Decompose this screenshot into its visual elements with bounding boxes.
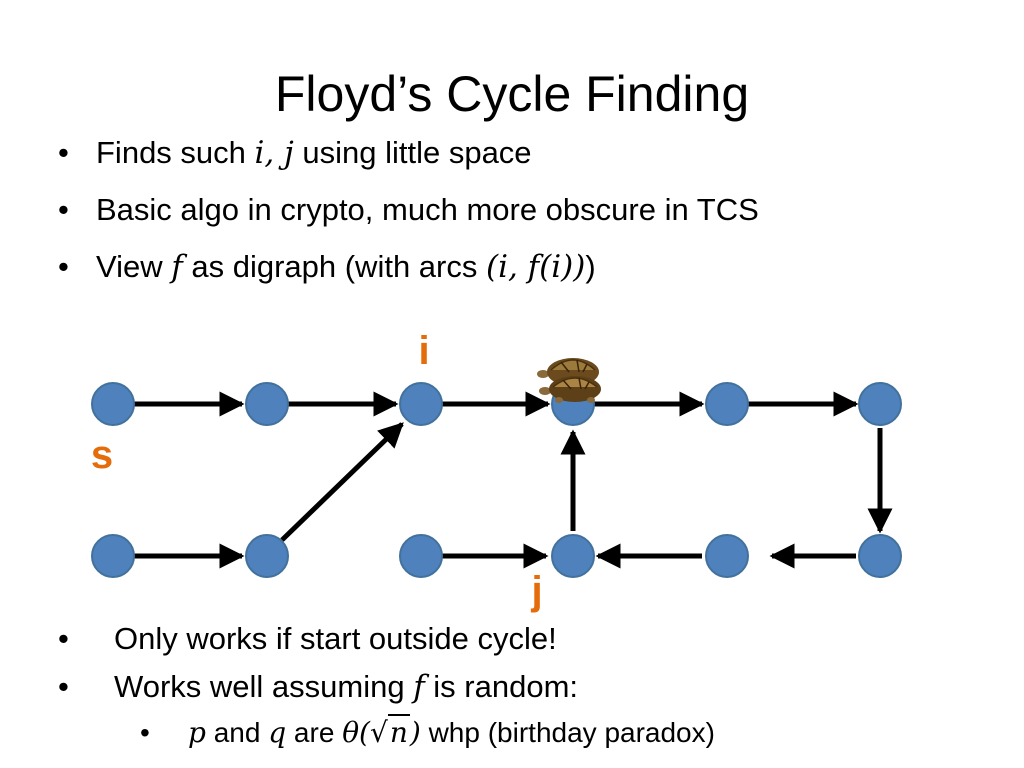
sub-text: whp (birthday paradox) [420,717,715,748]
math-p: p [188,716,206,749]
bullet-basic-algo: • Basic algo in crypto, much more obscur… [58,190,978,230]
node-b5 [705,534,749,578]
node-s [91,382,135,426]
bottom-bullet-list: • Only works if start outside cycle! • W… [58,619,978,751]
bullet-text: is random: [424,669,579,704]
slide-title: Floyd’s Cycle Finding [274,66,750,122]
math-n: n [387,714,410,749]
node-b1 [91,534,135,578]
top-bullet-list: • Finds such i, j using little space • B… [58,133,978,304]
node-a2 [245,382,289,426]
math-q: q [268,716,287,749]
sub-text: are [286,717,343,748]
label-i: i [418,329,429,373]
math-close: ) [409,716,421,749]
node-a5 [705,382,749,426]
node-i [399,382,443,426]
bullet-dot: • [58,249,69,284]
bullet-text: Finds such [96,135,255,170]
sub-bullet-birthday: • p and q are θ(√n) whp (birthday parado… [58,714,978,751]
node-a6 [858,382,902,426]
label-j: j [530,569,542,613]
math-f: f [413,669,425,705]
edge-b2-a3 [280,422,404,542]
bullet-view-f: • View f as digraph (with arcs (i, f(i))… [58,247,978,287]
bullet-only-works: • Only works if start outside cycle! [58,619,978,659]
math-f: f [171,249,183,285]
node-j [551,534,595,578]
bullet-dot: • [140,717,150,748]
sub-text: and [205,717,269,748]
bullet-text: View [96,249,172,284]
bullet-finds-such: • Finds such i, j using little space [58,133,978,173]
sqrt-sign: √ [369,716,388,749]
node-b6 [858,534,902,578]
bullet-text: Works well assuming [114,669,414,704]
bullet-dot: • [58,669,69,704]
node-b2 [245,534,289,578]
bullet-dot: • [58,621,69,656]
math-theta: θ( [342,716,370,749]
bullet-dot: • [58,192,69,227]
bullet-text: Only works if start outside cycle! [114,621,557,656]
bullet-text: using little space [293,135,532,170]
math-i-j: i, j [254,135,294,171]
bullet-dot: • [58,135,69,170]
bullet-text: ) [585,249,596,284]
label-s: s [91,433,113,477]
bullet-text: as digraph (with arcs [182,249,486,284]
math-arc: (i, f(i)) [485,249,586,285]
tortoise-hare-icon [537,358,601,403]
node-b3 [399,534,443,578]
bullet-text: Basic algo in crypto, much more obscure … [96,192,759,227]
bullet-works-well: • Works well assuming f is random: [58,667,978,707]
